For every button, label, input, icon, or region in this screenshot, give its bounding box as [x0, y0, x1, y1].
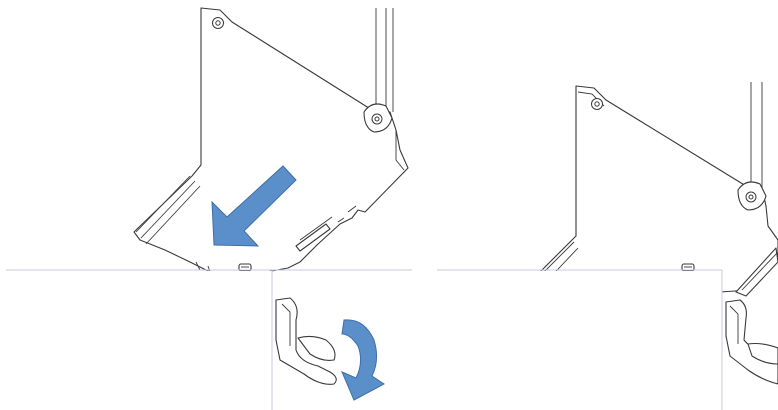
right-top-hole	[591, 98, 603, 110]
rotate-clockwise-arrow	[341, 319, 385, 401]
right-bottom-bolt	[681, 263, 695, 272]
left-bottom-notches	[195, 205, 357, 273]
left-step-illustration	[6, 7, 412, 410]
left-vertical-rail	[375, 8, 394, 112]
left-side-hole	[363, 103, 393, 133]
right-latch-lever	[725, 299, 778, 385]
left-slot	[295, 216, 333, 252]
right-step-illustration	[437, 82, 778, 410]
right-cover-panel	[437, 271, 722, 410]
left-cover-panel	[6, 271, 272, 410]
left-latch-lever	[275, 297, 337, 385]
right-lower-right-flange	[735, 247, 778, 297]
left-top-hole	[212, 17, 224, 29]
left-lower-flange	[135, 175, 201, 245]
slide-down-left-arrow	[211, 165, 297, 247]
left-bracket-plate	[133, 7, 409, 273]
right-side-hole	[737, 181, 767, 211]
left-right-edge	[395, 130, 405, 171]
right-vertical-rail	[750, 82, 763, 188]
